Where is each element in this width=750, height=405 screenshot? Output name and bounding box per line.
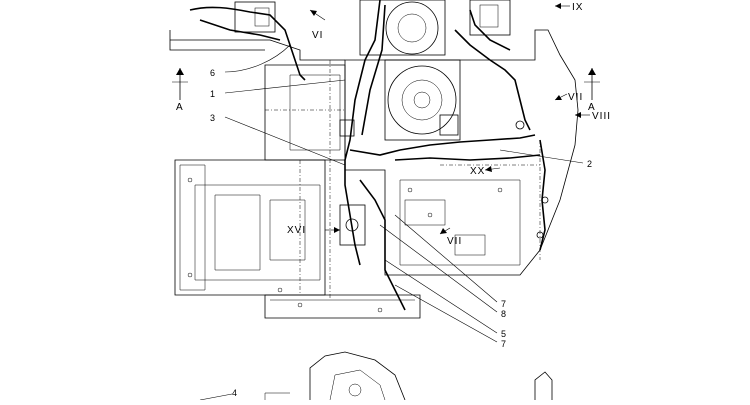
callout-6: 6 <box>210 68 215 78</box>
callout-7a: 7 <box>501 299 506 309</box>
wiring-harness <box>189 0 549 311</box>
section-label-a-left: A <box>176 102 184 113</box>
callout-1: 1 <box>210 89 215 99</box>
view-label-xvi: XVI <box>287 225 306 236</box>
callout-labels: 6 1 3 2 7 8 5 7 4 <box>210 68 592 398</box>
section-label-a-right: A <box>588 102 596 113</box>
lower-detail-view <box>264 351 553 401</box>
chassis-outline <box>169 0 579 319</box>
section-marker-right <box>584 68 600 100</box>
callout-leaders <box>199 44 584 401</box>
view-label-vii-top: VII <box>568 92 583 103</box>
callout-8: 8 <box>501 309 506 319</box>
section-marker-left <box>172 68 188 100</box>
callout-7b: 7 <box>501 339 506 349</box>
callout-5: 5 <box>501 329 506 339</box>
callout-4: 4 <box>232 388 237 398</box>
callout-2: 2 <box>587 159 592 169</box>
view-label-vii-bottom: VII <box>447 236 462 247</box>
view-arrows <box>309 3 590 235</box>
view-label-ix: IX <box>572 2 583 13</box>
view-labels: A A IX VI VII VIII XX XVI VII <box>176 2 611 247</box>
view-label-viii: VIII <box>592 111 611 122</box>
callout-3: 3 <box>210 113 215 123</box>
view-label-xx: XX <box>470 166 485 177</box>
view-label-vi: VI <box>312 30 323 41</box>
